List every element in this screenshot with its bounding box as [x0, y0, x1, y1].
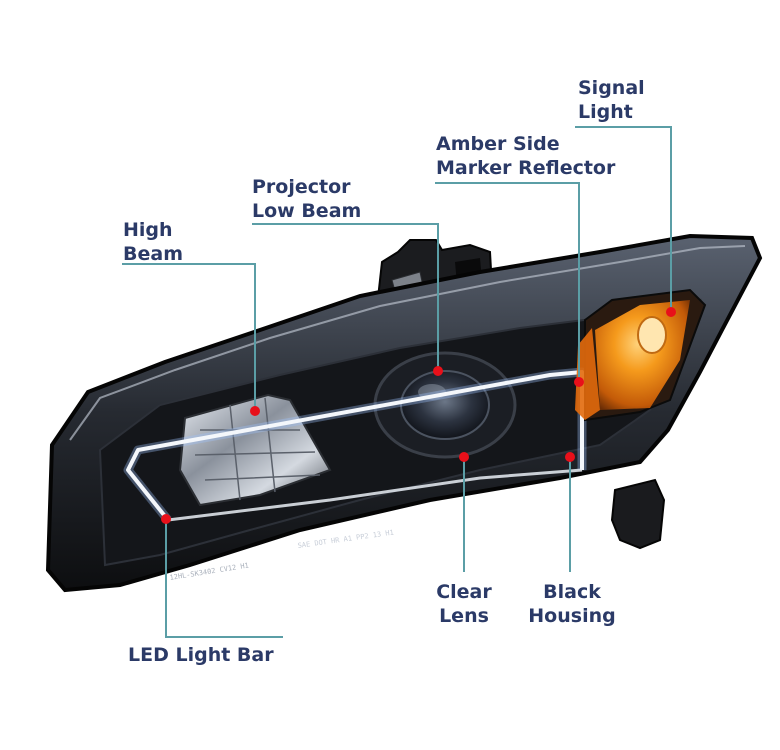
lens-stamp: SAE DOT HR A1 PP2 13 H1 [297, 529, 394, 550]
leader-signal-light [575, 126, 672, 312]
dot-projector-low-beam [433, 366, 443, 376]
dot-high-beam [250, 406, 260, 416]
leader-projector-low-beam [252, 223, 439, 371]
label-clear-lens-line2: Lens [439, 605, 489, 627]
label-signal-light-line1: Signal [578, 77, 645, 99]
led-bar-lower [167, 468, 583, 522]
label-high-beam: High Beam [123, 218, 183, 266]
side-marker-reflector [575, 328, 600, 420]
dot-amber-side-marker [574, 377, 584, 387]
leader-high-beam [122, 263, 256, 411]
label-black-housing: Black Housing [520, 580, 624, 628]
signal-amber-reflector [595, 300, 690, 410]
leader-amber-side-marker [435, 182, 580, 382]
label-signal-light-line2: Light [578, 101, 633, 123]
label-amber-side-marker: Amber Side Marker Reflector [436, 132, 615, 180]
label-projector-low-beam-line1: Projector [252, 176, 351, 198]
signal-bulb [637, 316, 667, 354]
label-projector-low-beam-line2: Low Beam [252, 200, 362, 222]
projector-lens [400, 370, 490, 440]
dot-clear-lens [459, 452, 469, 462]
dot-signal-light [666, 307, 676, 317]
label-clear-lens: Clear Lens [424, 580, 504, 628]
lens-outer-highlight [69, 245, 746, 441]
label-amber-side-marker-line1: Amber Side [436, 133, 560, 155]
label-black-housing-line2: Housing [528, 605, 616, 627]
label-signal-light: Signal Light [578, 76, 645, 124]
dot-black-housing [565, 452, 575, 462]
label-projector-low-beam: Projector Low Beam [252, 175, 361, 223]
label-led-light-bar: LED Light Bar [128, 643, 274, 667]
leader-lines [122, 126, 672, 638]
label-black-housing-line1: Black [543, 581, 601, 603]
leader-led-light-bar [165, 519, 283, 638]
marker-dots [161, 307, 676, 524]
label-clear-lens-line1: Clear [436, 581, 492, 603]
label-led-light-bar-line1: LED Light Bar [128, 644, 274, 666]
label-amber-side-marker-line2: Marker Reflector [436, 157, 616, 179]
dot-led-light-bar [161, 514, 171, 524]
label-high-beam-line2: Beam [123, 243, 183, 265]
label-high-beam-line1: High [123, 219, 173, 241]
wire-connector [610, 478, 666, 550]
